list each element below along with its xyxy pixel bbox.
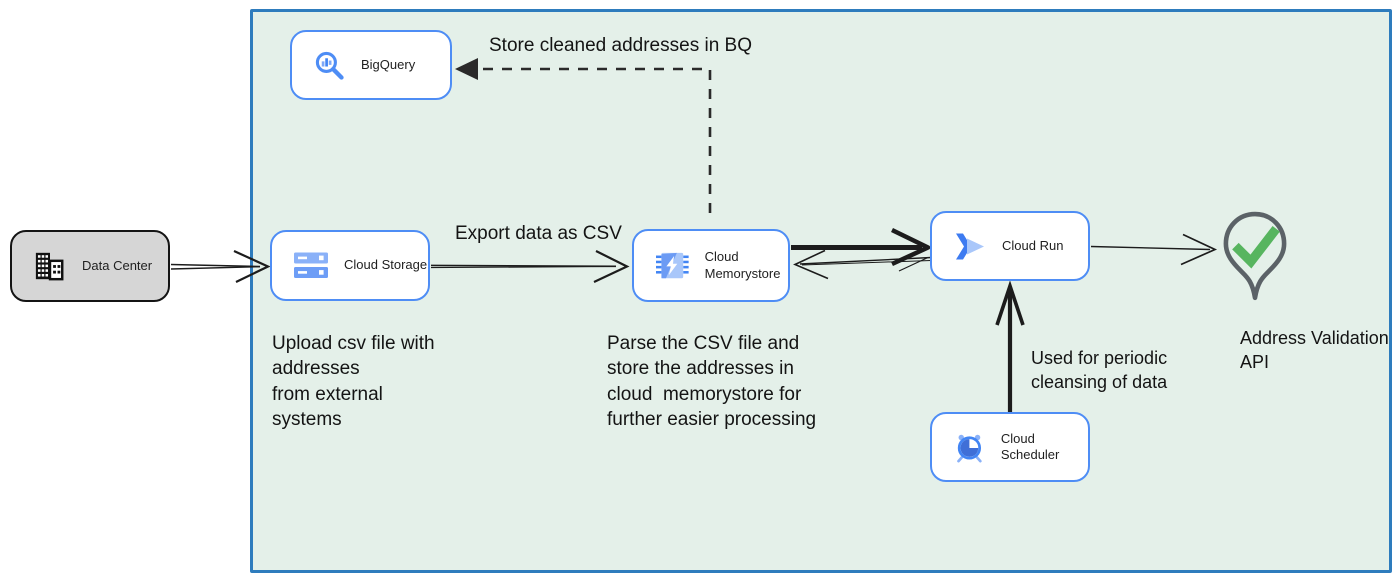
node-data-center[interactable]: Data Center	[10, 230, 170, 302]
node-label: Cloud Memorystore	[704, 249, 781, 281]
address-validation-api-label: Address Validation API	[1240, 328, 1393, 373]
annotation-store-in-bq: Store cleaned addresses in BQ	[489, 35, 752, 56]
gcp-boundary	[250, 9, 1392, 573]
memorystore-chip-icon	[656, 252, 689, 279]
annotation-export-csv: Export data as CSV	[455, 223, 622, 244]
cloud-run-arrow-icon	[956, 233, 984, 259]
node-label: Cloud Run	[1002, 237, 1064, 253]
annotation-parse-note: Parse the CSV file and store the address…	[607, 333, 817, 431]
node-label: Cloud Storage	[344, 257, 428, 273]
node-cloud-scheduler[interactable]: Cloud Scheduler	[930, 412, 1090, 482]
node-cloud-run[interactable]: Cloud Run	[930, 211, 1090, 281]
node-label: Cloud Scheduler	[1000, 430, 1060, 462]
node-cloud-memorystore[interactable]: Cloud Memorystore	[632, 229, 790, 302]
node-label: BigQuery	[361, 56, 416, 72]
node-cloud-storage[interactable]: Cloud Storage	[270, 230, 430, 301]
map-pin-check-icon	[1223, 211, 1287, 301]
node-address-validation-api[interactable]	[1221, 210, 1289, 306]
node-label: Data Center	[82, 257, 153, 273]
annotation-scheduler-note: Used for periodic cleansing of data	[1031, 348, 1168, 393]
bigquery-magnifier-icon	[315, 51, 344, 80]
storage-buckets-icon	[294, 252, 328, 278]
building-icon	[35, 252, 64, 281]
annotation-upload-note: Upload csv file with addresses from exte…	[272, 333, 435, 431]
scheduler-clock-icon	[957, 434, 982, 462]
node-bigquery[interactable]: BigQuery	[290, 30, 452, 100]
